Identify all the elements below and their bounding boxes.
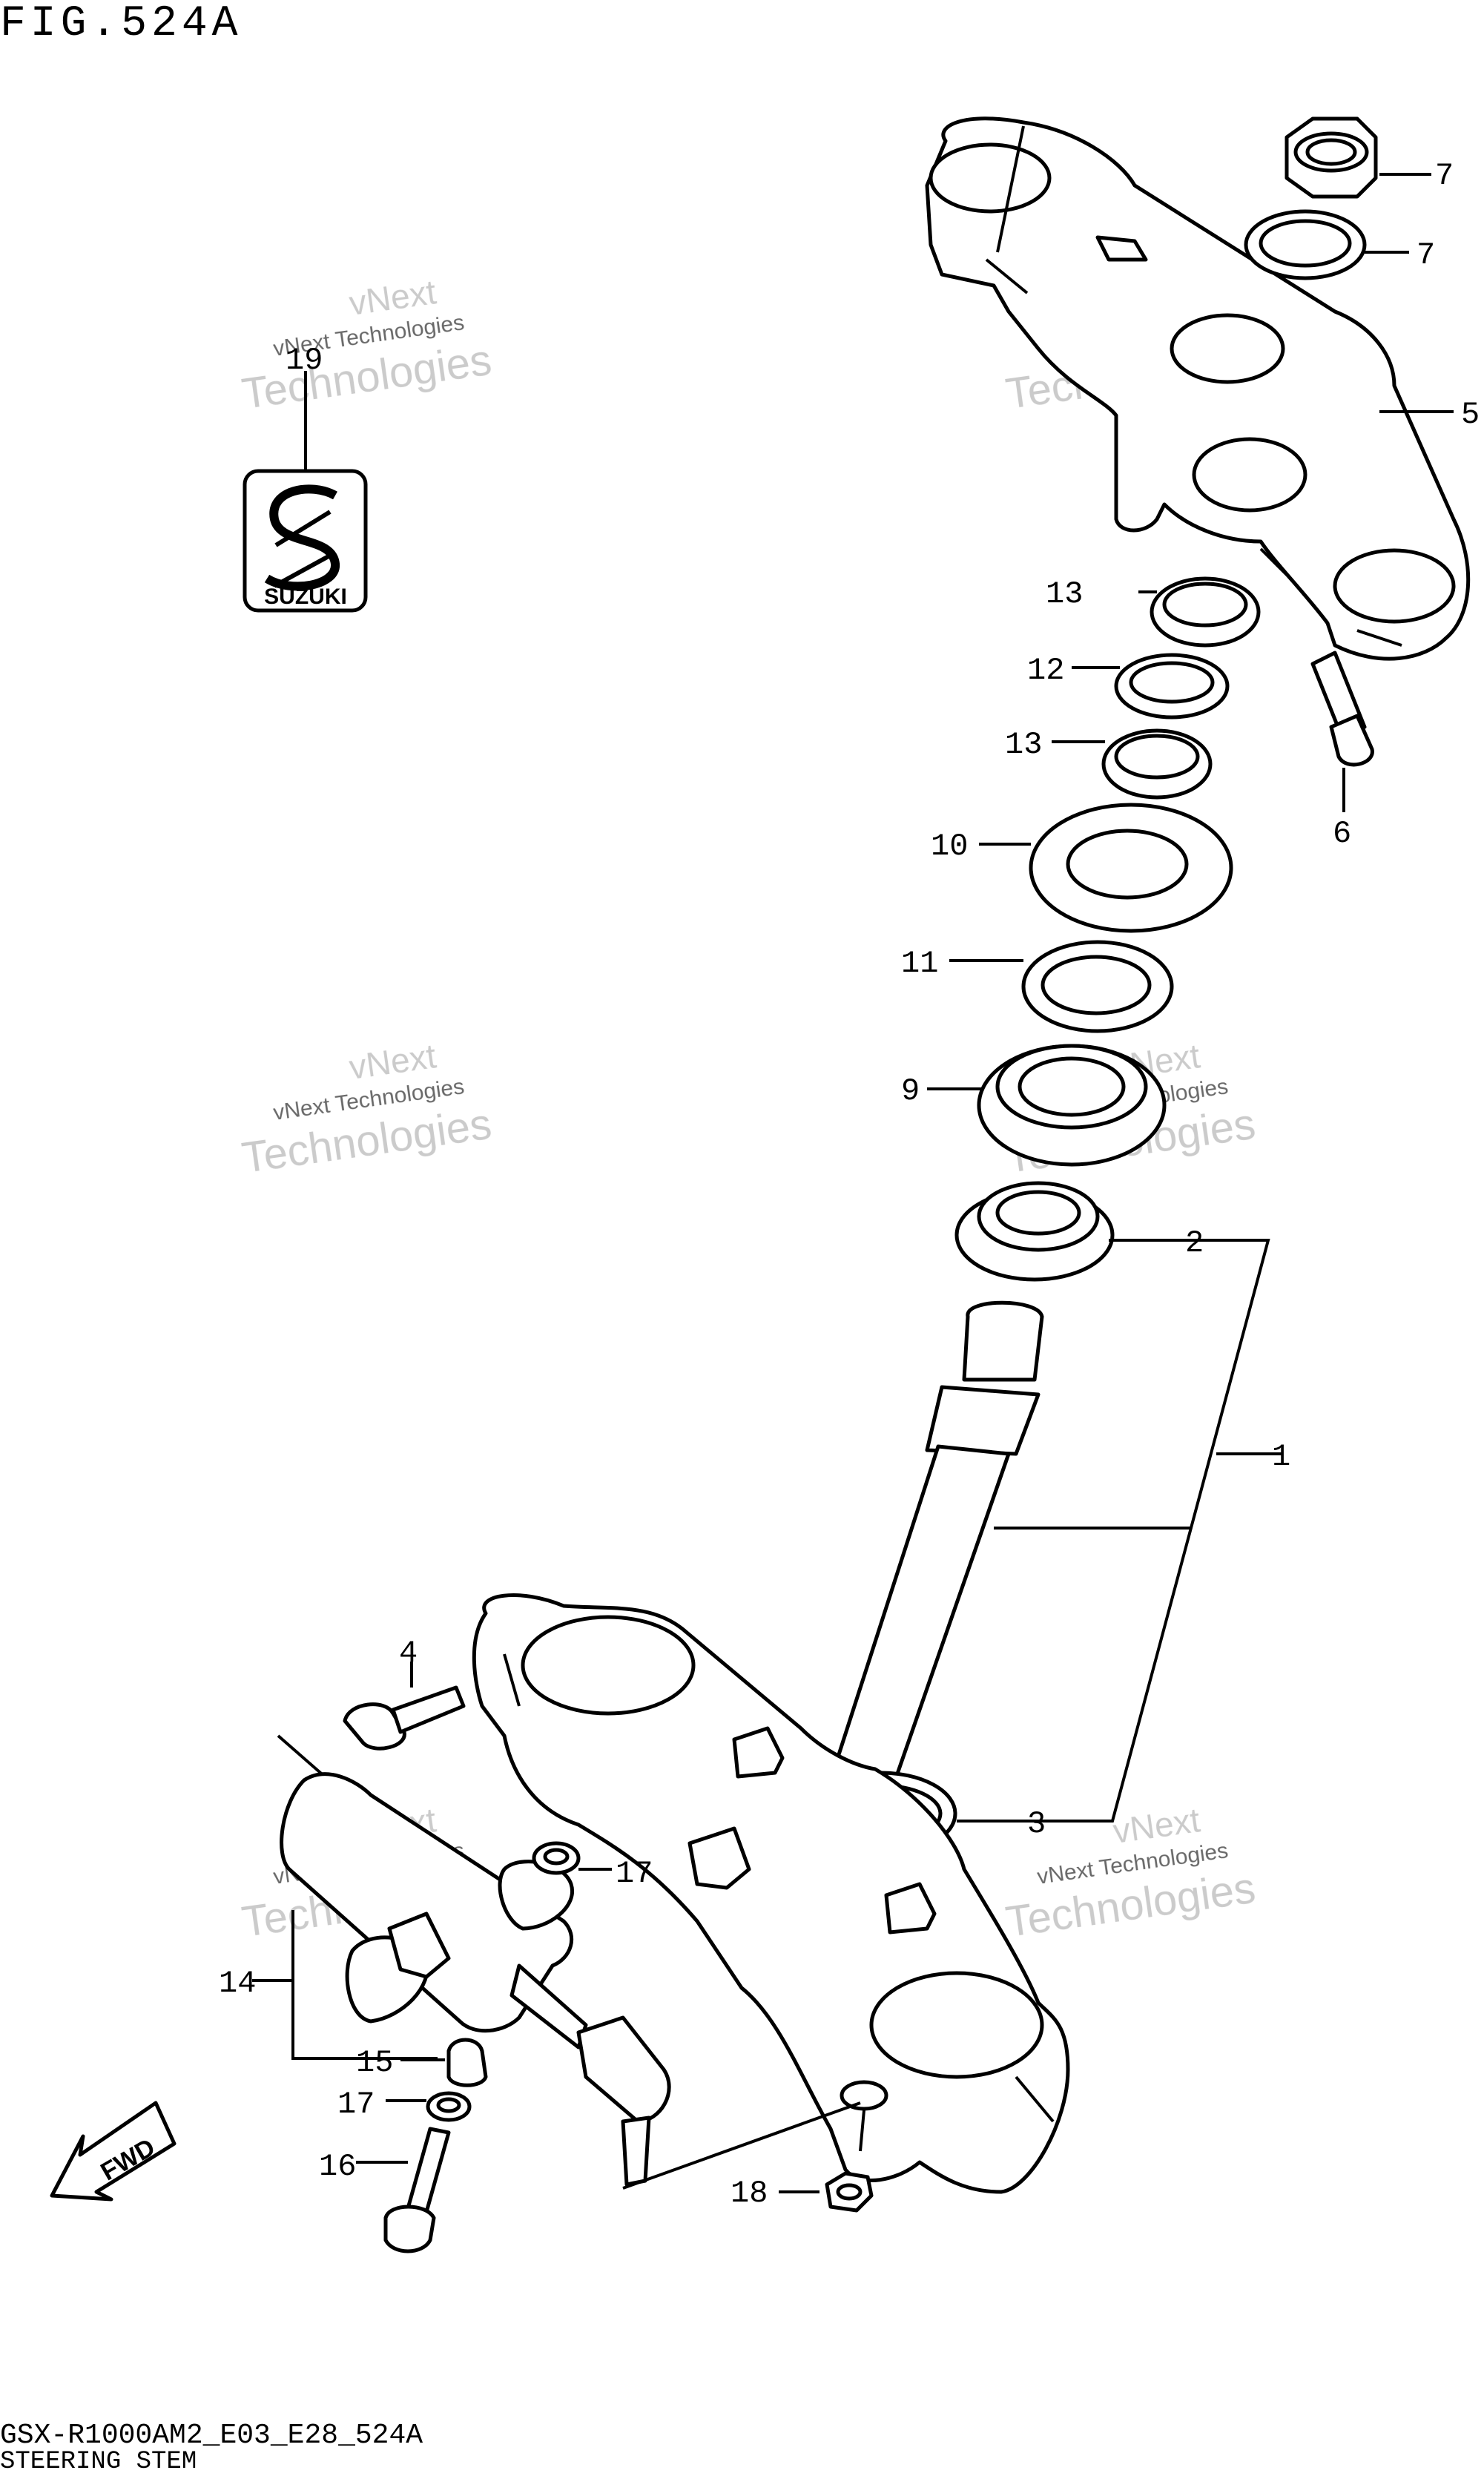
clamp-bolt-6-part[interactable] <box>1310 651 1374 812</box>
dust-seal-10-part[interactable] <box>979 803 1233 933</box>
callout-15: 15 <box>356 2045 393 2081</box>
callout-13b: 13 <box>1005 727 1042 763</box>
callout-12: 12 <box>1027 653 1064 688</box>
callout-5: 5 <box>1461 397 1480 432</box>
section-name: STEERING STEM <box>0 2448 197 2476</box>
washer-17a-part[interactable] <box>386 2091 472 2122</box>
washer-17b-part[interactable] <box>532 1841 612 1875</box>
bushing-15-part[interactable] <box>446 2038 488 2087</box>
seal-11-part[interactable] <box>949 940 1174 1033</box>
bearing-2-part[interactable] <box>954 1181 1179 1282</box>
lock-nut-13a-part[interactable] <box>1138 576 1261 648</box>
model-code: GSX-R1000AM2_E03_E28_524A <box>0 2420 423 2452</box>
callout-9: 9 <box>901 1073 920 1109</box>
emblem-part[interactable]: SUZUKI <box>243 371 368 613</box>
washer-7-part[interactable] <box>1244 209 1409 280</box>
lock-nut-13b-part[interactable] <box>1052 728 1213 800</box>
steering-damper-part[interactable] <box>252 1734 865 2190</box>
callout-7: 7 <box>1417 237 1435 273</box>
lower-bracket-part[interactable] <box>472 1593 1070 2194</box>
callout-11: 11 <box>901 946 938 981</box>
callout-13a: 13 <box>1046 576 1083 612</box>
bolt-4-part[interactable] <box>343 1662 466 1751</box>
callout-10: 10 <box>931 829 968 864</box>
callout-17b: 17 <box>616 1856 653 1891</box>
callout-14: 14 <box>219 1966 256 2001</box>
callout-3: 3 <box>1027 1806 1046 1842</box>
nut-18-part[interactable] <box>779 2171 874 2213</box>
callout-bracket-1 <box>957 1239 1283 1823</box>
callout-8: 7 <box>1435 158 1454 194</box>
washer-12-part[interactable] <box>1072 653 1230 720</box>
callout-18: 18 <box>731 2176 768 2211</box>
forward-direction-arrow: FWD <box>50 2101 177 2202</box>
bearing-race-9-part[interactable] <box>927 1044 1167 1167</box>
callout-6: 6 <box>1333 816 1351 852</box>
callout-17a: 17 <box>337 2087 375 2122</box>
callout-4: 4 <box>399 1636 418 1671</box>
callout-2: 2 <box>1185 1225 1204 1261</box>
figure-title: FIG.524A <box>0 0 243 48</box>
emblem-text: SUZUKI <box>264 585 347 609</box>
callout-16: 16 <box>319 2149 356 2184</box>
steering-nut-part[interactable] <box>1285 116 1431 199</box>
callout-1: 1 <box>1272 1439 1290 1475</box>
upper-bracket-part[interactable] <box>925 116 1471 661</box>
callout-19: 19 <box>286 343 323 378</box>
bolt-16-part[interactable] <box>356 2127 451 2253</box>
